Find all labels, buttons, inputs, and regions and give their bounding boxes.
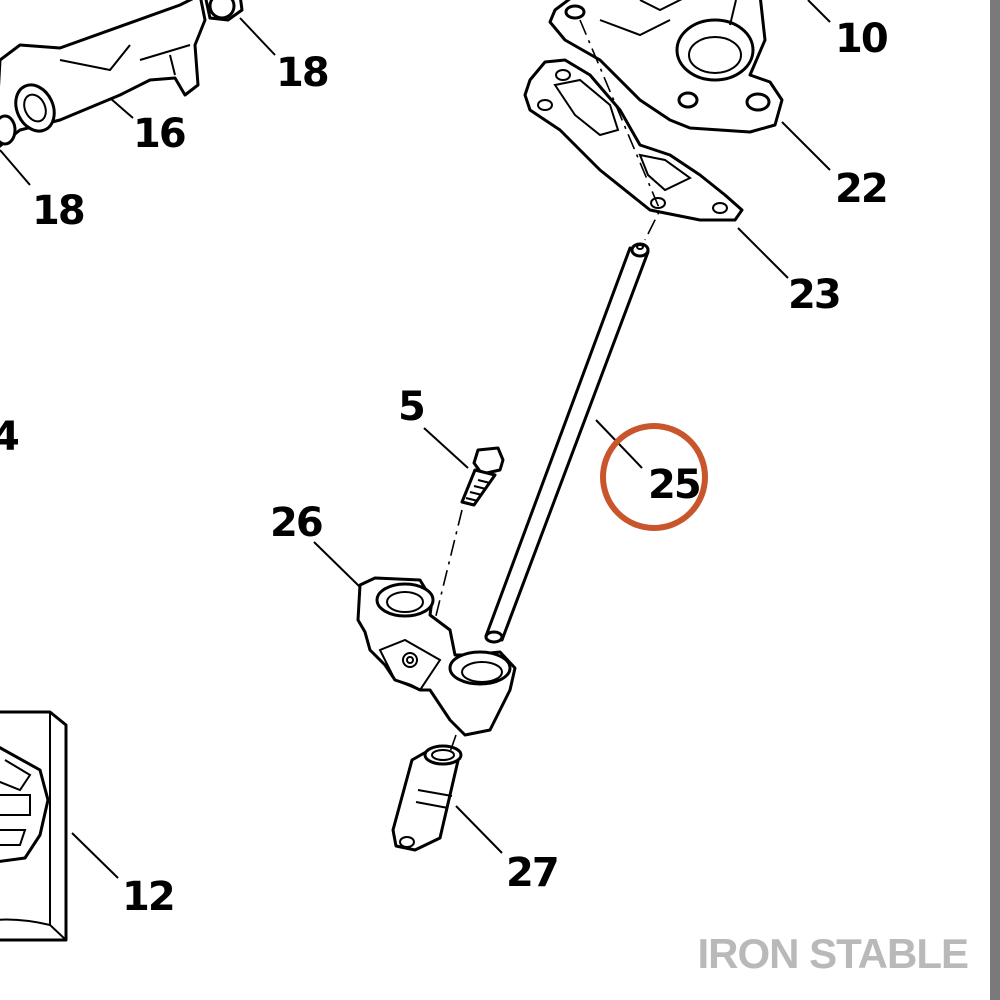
callout-4: 4 [0,414,18,460]
right-edge-bar [990,0,1000,1000]
rocker-arm-part [0,0,207,148]
leader-10b [729,0,737,26]
callout-18-left: 18 [32,188,84,234]
leader-22 [781,121,831,171]
leader-26 [313,541,361,588]
callout-23: 23 [788,272,840,318]
callout-12: 12 [122,874,174,920]
callout-27: 27 [506,850,558,896]
leader-18-top [239,17,276,56]
lifter-part [391,744,463,852]
push-rod-part [484,242,650,644]
callout-18-top: 18 [276,50,328,96]
leader-27 [455,805,503,854]
callout-25: 25 [648,462,700,508]
callout-22: 22 [835,166,887,212]
gasket-part [523,58,744,222]
highlight-circle [600,423,708,531]
leader-18-left [0,149,31,186]
watermark: IRON STABLE [697,930,968,977]
catalog-book-part [0,710,68,942]
bolt-part [460,446,505,507]
callout-26: 26 [270,500,322,546]
leader-16 [109,97,134,119]
callout-5: 5 [398,384,424,430]
bushing-part-top [204,0,244,22]
callout-16: 16 [133,111,185,157]
leader-23 [737,227,789,279]
lifter-guide-part [356,576,517,737]
rocker-support-part [548,0,784,134]
callout-10: 10 [835,16,887,62]
leader-12 [71,832,119,879]
leader-10 [807,0,831,23]
leader-5 [423,427,469,469]
